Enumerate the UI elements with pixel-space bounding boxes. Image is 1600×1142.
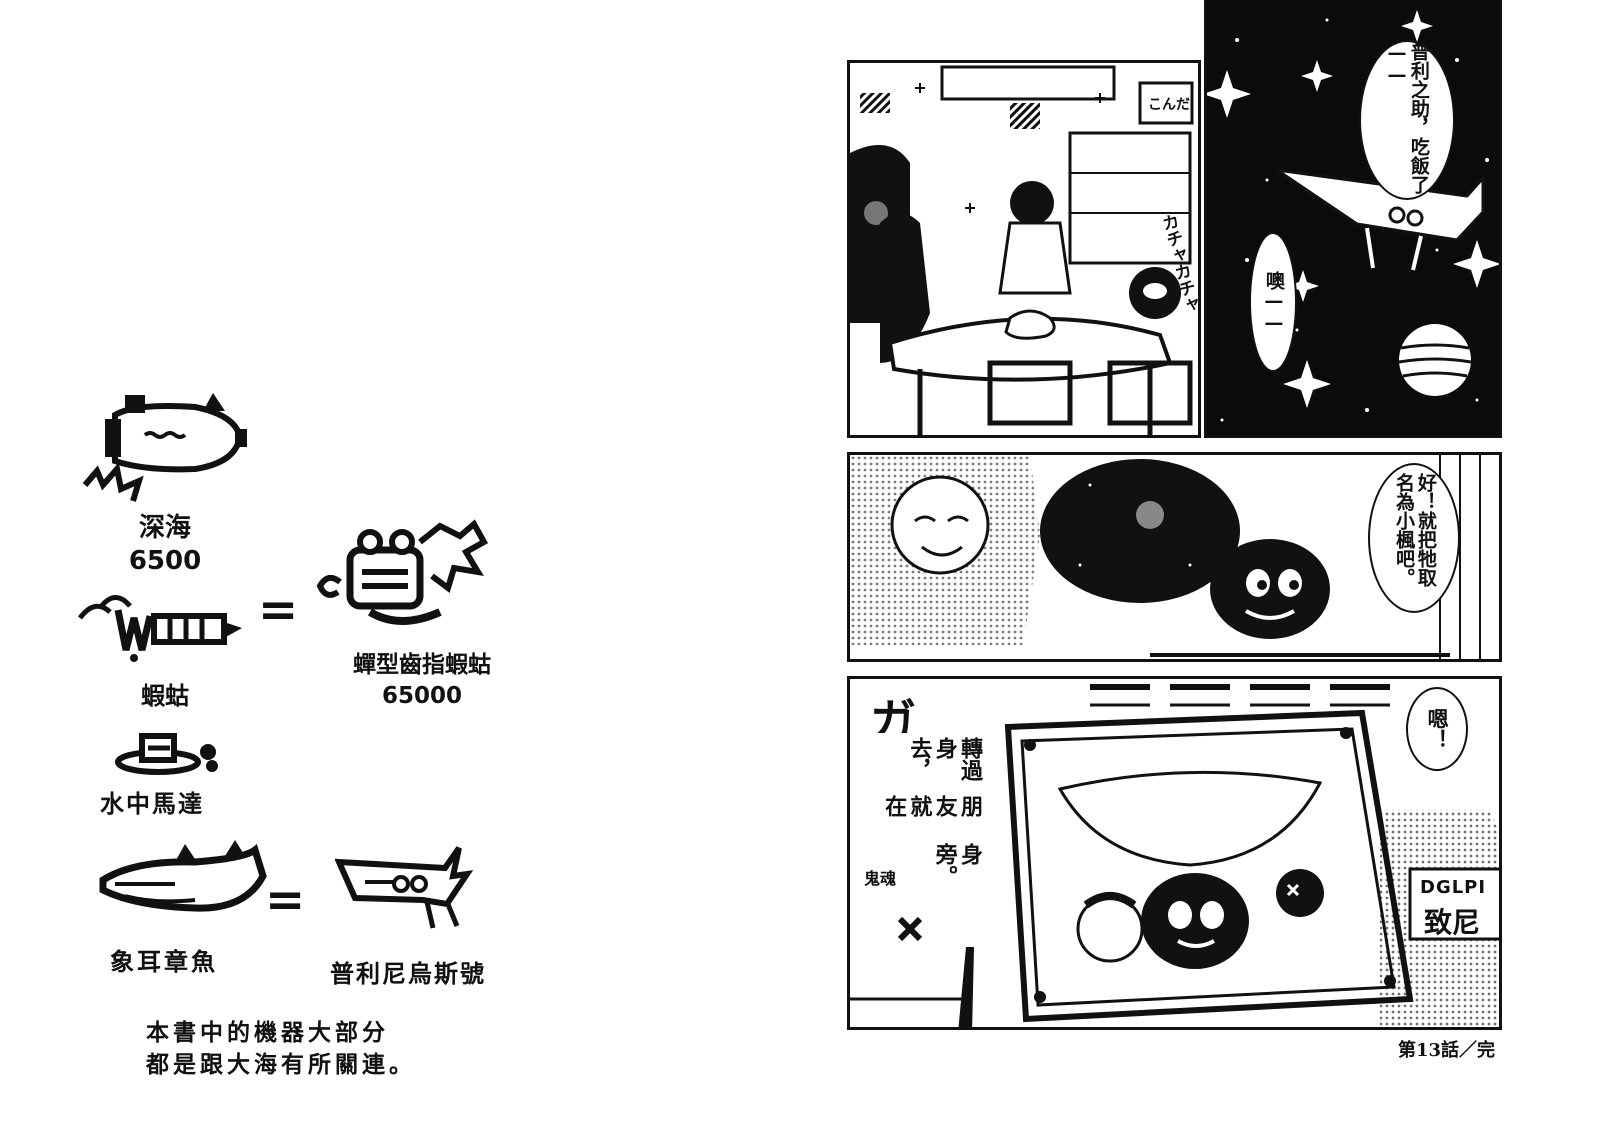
caption-line-2: 朋友就在 — [881, 795, 982, 818]
left-page: 深海 6500 蝦蛄 = 蟬型齒指蝦蛄 65000 — [70, 385, 510, 1078]
octopus-icon — [95, 840, 270, 920]
caption-sign: 鬼魂 — [864, 869, 897, 888]
note-line-1: 本書中的機器大部分 — [146, 1020, 389, 1046]
robot-label-motor: 水中馬達 — [100, 790, 204, 818]
panel-photo: ガ 轉過身去， 朋友就在 身旁。 鬼魂 嗯！ DGLPI 致尼 — [847, 676, 1502, 1030]
speech-bubble-reply: 噢—— — [1249, 232, 1297, 372]
plate-text: DGLPI — [1420, 877, 1487, 898]
dining-scene: こんだ — [850, 63, 1198, 435]
shrimp-icon — [70, 588, 250, 668]
speech-text-naming: 好！就把牠取名為小楓吧。 — [1393, 473, 1437, 587]
panel-naming: 好！就把牠取名為小楓吧。 — [847, 452, 1502, 662]
shelf-label: こんだ — [1148, 97, 1190, 113]
speech-text-reply: 噢—— — [1262, 270, 1285, 334]
caption-line-1: 轉過身去， — [906, 737, 982, 781]
submarine-icon — [75, 385, 250, 515]
equals-sign: = — [265, 872, 306, 928]
motor-icon — [108, 730, 228, 780]
note-line-2: 都是跟大海有所關連。 — [146, 1052, 416, 1078]
caption-box: 轉過身去， 朋友就在 身旁。 — [860, 733, 986, 889]
caption-line-3: 身旁。 — [931, 843, 982, 887]
chapter-end-label: 第13話／完 — [1398, 1040, 1496, 1061]
equals-sign: = — [258, 582, 299, 638]
speech-bubble-hm: 嗯！ — [1406, 687, 1468, 771]
space-scene — [1207, 0, 1499, 435]
shrimp-robot-icon — [310, 512, 510, 642]
plate-subtext: 致尼 — [1424, 906, 1481, 939]
speech-bubble-naming: 好！就把牠取名為小楓吧。 — [1368, 463, 1460, 613]
robot-label-shrimp: 蝦蛄 — [141, 682, 189, 710]
robot-label-octopus: 象耳章魚 — [110, 948, 218, 976]
panel-space: 普利之助，吃飯了—— 噢—— — [1204, 0, 1502, 438]
robot-label-plinius: 普利尼烏斯號 — [330, 960, 486, 988]
speech-bubble-dinner: 普利之助，吃飯了—— — [1359, 40, 1455, 200]
speech-text-hm: 嗯！ — [1425, 708, 1450, 750]
ship-icon — [335, 842, 475, 942]
caption-text: 轉過身去， 朋友就在 身旁。 — [881, 737, 982, 887]
robot-label-cicada-shrimp: 蟬型齒指蝦蛄 65000 — [353, 652, 491, 710]
robot-label-shinkai: 深海 6500 — [128, 513, 202, 576]
right-page: こんだ — [800, 0, 1600, 1142]
panel-dining: こんだ — [847, 60, 1201, 438]
speech-text-dinner: 普利之助，吃飯了—— — [1386, 42, 1430, 194]
